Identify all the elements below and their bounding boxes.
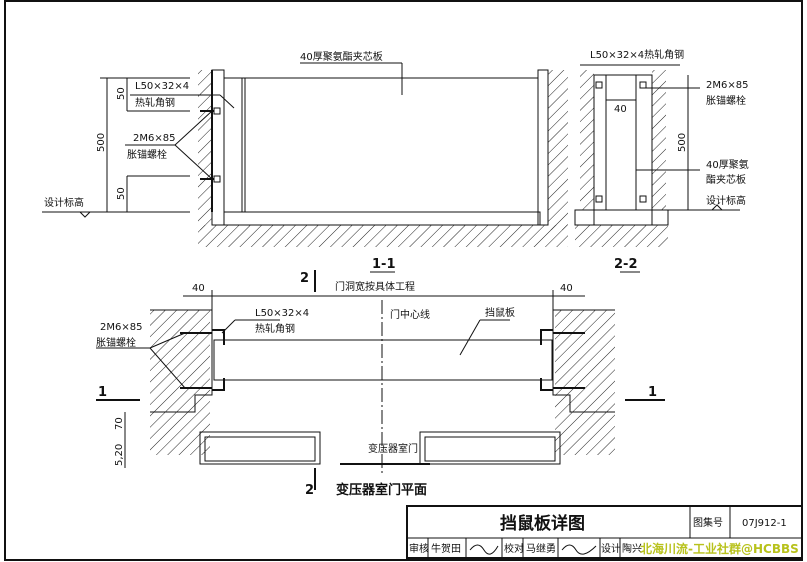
dim-50-bottom: 50 xyxy=(116,187,127,200)
panel-label-2-2b: 酯夹芯板 xyxy=(706,173,746,186)
angle-name-plan: 热轧角钢 xyxy=(255,322,295,335)
angle-spec-plan: L50×32×4 xyxy=(255,308,309,319)
cut-mark-2-top: 2 xyxy=(300,271,309,286)
dim-500-1-1: 500 xyxy=(96,133,107,152)
checker-name: 马继勇 xyxy=(526,542,556,555)
bolt-name-2-2: 胀锚螺栓 xyxy=(706,94,746,107)
dim-40-left: 40 xyxy=(192,283,205,294)
dim-70: 70 xyxy=(114,417,125,430)
dim-40-2-2: 40 xyxy=(614,104,627,115)
bolt-name-1-1: 胀锚螺栓 xyxy=(127,148,167,161)
section-1-1 xyxy=(42,62,568,273)
panel-label-2-2a: 40厚聚氨 xyxy=(706,158,749,171)
bolt-spec-1-1: 2M6×85 xyxy=(133,133,175,144)
designer-name: 陶兴 xyxy=(622,542,642,555)
angle-name-1-1: 热轧角钢 xyxy=(135,96,175,109)
check-label: 校对 xyxy=(504,542,524,555)
checker-signature xyxy=(561,544,597,555)
bolt-spec-2-2: 2M6×85 xyxy=(706,80,748,91)
section-2-2 xyxy=(574,64,740,273)
opening-width-label: 门洞宽按具体工程 xyxy=(335,280,415,293)
review-label: 审核 xyxy=(409,542,429,555)
dim-50-top: 50 xyxy=(116,87,127,100)
sheet-border xyxy=(4,0,803,561)
section-title-2-2: 2-2 xyxy=(614,257,638,272)
elevation-label-2-2: 设计标高 xyxy=(706,194,746,207)
section-title-1-1: 1-1 xyxy=(372,257,396,272)
angle-spec-2-2: L50×32×4热轧角钢 xyxy=(590,48,684,61)
center-line-label: 门中心线 xyxy=(390,308,430,321)
dim-5-20: 5,20 xyxy=(114,444,125,466)
reviewer-name: 牛贺田 xyxy=(431,542,461,555)
board-label: 挡鼠板 xyxy=(485,306,515,319)
bolt-name-plan: 胀锚螺栓 xyxy=(96,336,136,349)
door-plan xyxy=(96,270,665,490)
angle-spec-1-1: L50×32×4 xyxy=(135,81,189,92)
design-label: 设计 xyxy=(601,542,621,555)
plan-title: 变压器室门平面 xyxy=(336,482,427,498)
reviewer-signature xyxy=(469,544,499,555)
watermark: 北海川流-工业社群@HCBBS xyxy=(640,541,799,556)
drawing-title: 挡鼠板详图 xyxy=(500,513,585,534)
atlas-label: 图集号 xyxy=(693,516,723,529)
dim-40-right: 40 xyxy=(560,283,573,294)
dim-500-2-2: 500 xyxy=(677,133,688,152)
atlas-number: 07J912-1 xyxy=(742,518,787,529)
bolt-spec-plan: 2M6×85 xyxy=(100,322,142,333)
door-label: 变压器室门 xyxy=(368,442,418,455)
title-block xyxy=(406,505,803,559)
elevation-label-1-1: 设计标高 xyxy=(44,196,84,209)
cut-mark-1-left: 1 xyxy=(98,385,107,400)
cut-mark-2-bottom: 2 xyxy=(305,483,314,498)
cut-mark-1-right: 1 xyxy=(648,385,657,400)
panel-label-1-1: 40厚聚氨酯夹芯板 xyxy=(300,50,383,63)
